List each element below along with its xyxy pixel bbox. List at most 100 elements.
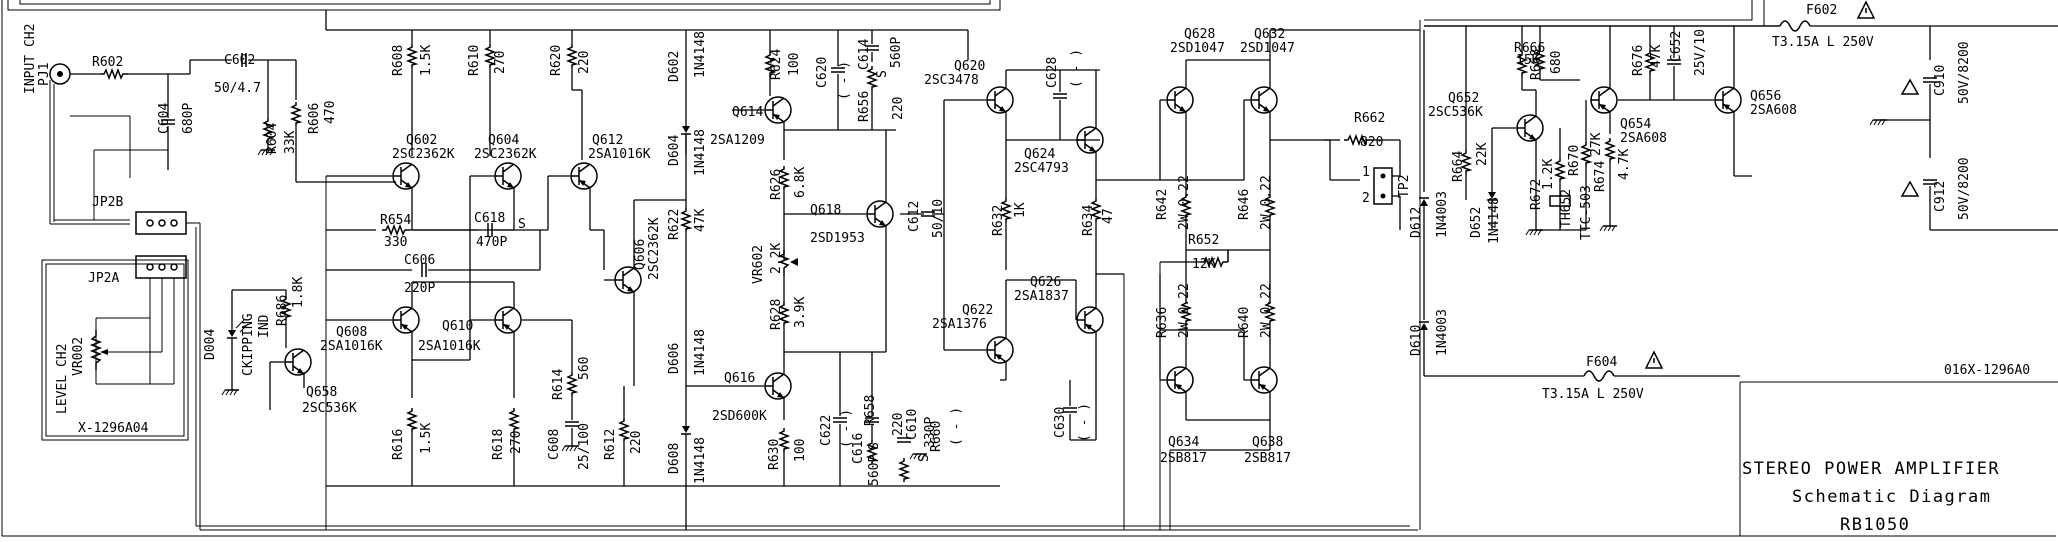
label-c614: C614 [857, 39, 872, 70]
output-stage [1096, 20, 1421, 530]
label-c604: C604 [157, 103, 172, 134]
label-r632: R632 [991, 205, 1006, 236]
label-s4: S [917, 454, 932, 462]
label-r642: R642 [1155, 189, 1170, 220]
label-d612-type: 1N4003 [1435, 191, 1450, 238]
label-vr602-val: 2.2K [769, 243, 784, 274]
label-r658-val: 220 [891, 413, 906, 436]
label-c622: C622 [819, 415, 834, 446]
label-q610-type: 2SA1016K [418, 339, 481, 354]
label-ind: IND [257, 314, 272, 338]
label-r662: R662 [1354, 111, 1385, 126]
label-r664-val: 22K [1475, 142, 1490, 166]
label-q654: Q654 [1620, 117, 1651, 132]
label-c620-val: ( - ) [837, 61, 852, 100]
label-f602: F602 [1806, 3, 1837, 18]
label-q620: Q620 [954, 59, 985, 74]
label-r624-val: 100 [787, 53, 802, 76]
label-q632-type: 2SD1047 [1240, 41, 1295, 56]
label-q608-type: 2SA1016K [320, 339, 383, 354]
label-r608: R608 [391, 45, 406, 76]
warning-triangle-icon [1856, 0, 1876, 19]
label-d652: D652 [1469, 207, 1484, 238]
label-level-ch2: LEVEL CH2 [55, 344, 70, 414]
label-r640: R640 [1237, 307, 1252, 338]
label-q656-type: 2SA608 [1750, 103, 1797, 118]
label-q626-type: 2SA1837 [1014, 289, 1069, 304]
label-r646-val: 2W 0.22 [1259, 175, 1274, 230]
label-d602-type: 1N4148 [693, 31, 708, 78]
label-r610: R610 [467, 45, 482, 76]
label-r634-val: 47 [1101, 208, 1116, 224]
label-q612: Q612 [592, 133, 623, 148]
bias-diode-string [634, 30, 692, 530]
protection-circuit [1424, 25, 1780, 236]
label-q616-type: 2SD600K [712, 409, 767, 424]
label-q658-type: 2SC536K [302, 401, 357, 416]
test-point-section [1324, 30, 1560, 377]
label-d602: D602 [667, 51, 682, 82]
label-tp2: TP2 [1397, 175, 1412, 198]
label-q658: Q658 [306, 385, 337, 400]
label-r686: R686 [275, 295, 290, 326]
label-c912: C912 [1933, 181, 1948, 212]
label-c622-val: ( - ) [839, 409, 854, 448]
label-r670: R670 [1567, 145, 1582, 176]
potentiometer-vr002 [89, 330, 162, 370]
label-r604-val: 33K [283, 130, 298, 154]
label-r656-val: 220 [891, 97, 906, 120]
label-q634-type: 2SB817 [1160, 451, 1207, 466]
label-d608: D608 [667, 443, 682, 474]
label-r636-val: 2W 0.22 [1177, 283, 1192, 338]
label-c628: C628 [1045, 57, 1060, 88]
label-c618-val: 470P [476, 235, 507, 250]
label-r646: R646 [1237, 189, 1252, 220]
connector-jp2 [95, 211, 1418, 531]
label-r668-val: 680 [1549, 51, 1564, 74]
label-c602: C602 [224, 53, 255, 68]
label-r626-val: 6.8K [793, 167, 808, 198]
clipping-indicator [221, 289, 312, 410]
label-q616: Q616 [724, 371, 755, 386]
label-q620-type: 2SC3478 [924, 73, 979, 88]
label-s2: S [875, 70, 890, 78]
label-r636: R636 [1155, 307, 1170, 338]
fuse-f602 [1779, 20, 1811, 32]
label-q606-type: 2SC2362K [647, 217, 662, 280]
label-r666: R666 [1514, 41, 1545, 56]
label-q610: Q610 [442, 319, 473, 334]
label-s3: S [867, 442, 882, 450]
label-q638: Q638 [1252, 435, 1283, 450]
label-d610: D610 [1409, 325, 1424, 356]
label-r626: R626 [769, 169, 784, 200]
warning-triangle-icon [1900, 78, 1920, 95]
label-th652-type: TTC-503 [1579, 185, 1594, 240]
label-c606: C606 [404, 253, 435, 268]
label-r660-val: ( - ) [949, 407, 964, 446]
label-r652: R652 [1188, 233, 1219, 248]
label-d608-type: 1N4148 [693, 437, 708, 484]
component-labels: INPUT CH2 PJ1 R602 C602 50/4.7 C604 680P… [23, 3, 2030, 486]
label-c614-val: 560P [889, 37, 904, 68]
label-r660: R660 [929, 421, 944, 452]
title-line1: STEREO POWER AMPLIFIER [1742, 459, 2000, 479]
driver-transistors [943, 30, 1125, 530]
connector-jp2a [135, 255, 187, 279]
label-r628-val: 3.9K [793, 297, 808, 328]
label-r654: R654 [380, 213, 411, 228]
label-r612-val: 220 [629, 431, 644, 454]
label-c910-val: 50V/8200 [1957, 41, 1972, 104]
label-r674-val: 4.7K [1617, 149, 1632, 180]
label-r670-val: 27K [1589, 132, 1604, 156]
label-vr002: VR002 [71, 337, 86, 376]
label-c608: C608 [547, 429, 562, 460]
label-q604: Q604 [488, 133, 519, 148]
label-d606: D606 [667, 343, 682, 374]
label-r628: R628 [769, 299, 784, 330]
label-r616-val: 1.5K [419, 423, 434, 454]
label-r676: R676 [1631, 45, 1646, 76]
label-f602-val: T3.15A L 250V [1772, 35, 1874, 50]
label-c616-val: 560P [867, 455, 882, 486]
label-tp2-pin2: 2 [1362, 191, 1370, 206]
